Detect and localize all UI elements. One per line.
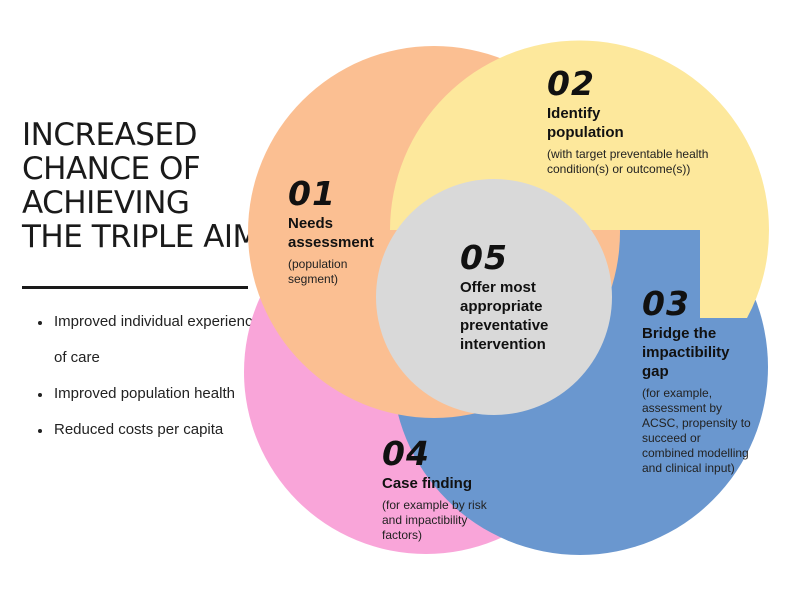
stage-03: 03 Bridge the impactibility gap (for exa… [642, 286, 754, 476]
title-line: CHANCE OF [22, 151, 201, 187]
stage-heading: Case finding [382, 475, 473, 492]
stage-01: 01 Needs assessment (population segment) [288, 176, 398, 287]
stage-number: 02 [547, 64, 595, 103]
stage-05: 05 Offer most appropriate preventative i… [460, 240, 575, 354]
list-item: Reduced costs per capita [52, 412, 272, 448]
stage-heading: Offer most appropriate preventative inte… [460, 279, 549, 353]
stage-02-circle [390, 40, 770, 318]
triple-aim-list: Improved individual experience of care I… [38, 304, 272, 448]
list-item: Improved individual experience of care [52, 304, 272, 376]
stage-number: 04 [382, 434, 430, 473]
stage-number: 03 [642, 284, 690, 323]
divider [22, 286, 248, 289]
stage-heading: Needs assessment [288, 215, 374, 251]
stage-note: (for example, assessment by ACSC, propen… [642, 386, 751, 475]
stage-number: 01 [288, 174, 336, 213]
stage-note: (population segment) [288, 257, 348, 286]
list-item: Improved population health [52, 376, 272, 412]
title-line: THE TRIPLE AIM [22, 219, 259, 255]
stage-note: (for example by risk and impactibility f… [382, 498, 487, 542]
stage-heading: Identify population [547, 105, 624, 141]
title-line: ACHIEVING [22, 185, 190, 221]
stage-note: (with target preventable health conditio… [547, 147, 709, 176]
title-line: INCREASED [22, 117, 197, 153]
stage-02: 02 Identify population (with target prev… [547, 66, 737, 177]
stage-04: 04 Case finding (for example by risk and… [382, 436, 502, 543]
stage-05-circle [376, 179, 612, 415]
stage-number: 05 [460, 238, 508, 277]
page-title: INCREASED CHANCE OF ACHIEVING THE TRIPLE… [22, 118, 262, 254]
stage-heading: Bridge the impactibility gap [642, 325, 730, 380]
